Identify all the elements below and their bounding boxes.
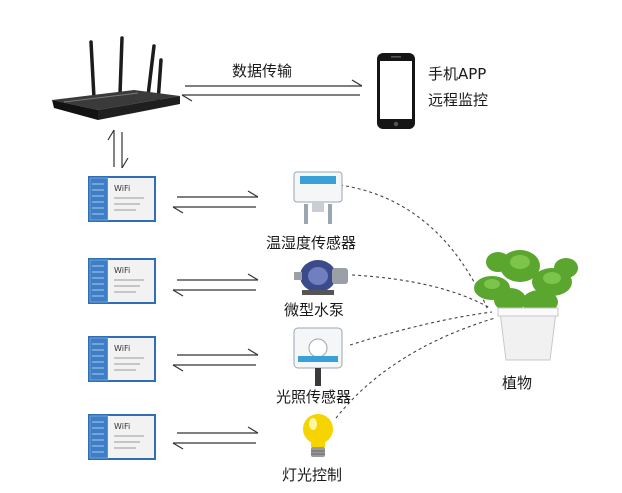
label-plant: 植物 (502, 374, 533, 392)
wifi-module-icon: WiFi (88, 176, 156, 226)
label-data-transfer: 数据传输 (232, 62, 293, 80)
light-sensor-icon (293, 327, 343, 386)
label-micro-pump: 微型水泵 (284, 301, 345, 319)
wifi-module-icon: WiFi (88, 336, 156, 382)
light-bulb-icon (303, 414, 333, 457)
arrows-module-device (172, 190, 259, 450)
label-phone-app: 手机APP (428, 65, 487, 83)
wifi-module-icon: WiFi (88, 258, 156, 304)
smartphone-icon (377, 53, 415, 129)
arrow-router-module (107, 129, 129, 169)
wifi-module-icon: WiFi (88, 414, 156, 464)
water-pump-icon (294, 260, 348, 295)
wifi-module-icon: WiFi (88, 176, 156, 222)
arrow-router-phone (181, 79, 363, 102)
wifi-module-icon: WiFi (88, 414, 156, 460)
label-light-sensor: 光照传感器 (276, 388, 352, 406)
label-light-control: 灯光控制 (282, 466, 343, 484)
wifi-module-icon: WiFi (88, 258, 156, 308)
potted-plant-icon (474, 250, 578, 361)
wifi-text: WiFi (114, 422, 130, 431)
label-remote-monitoring: 远程监控 (428, 91, 489, 109)
temp-humidity-sensor-icon (293, 171, 343, 224)
label-temp-humidity-sensor: 温湿度传感器 (266, 234, 357, 252)
router-icon (52, 36, 180, 120)
wifi-module-icon: WiFi (88, 336, 156, 386)
wifi-text: WiFi (114, 184, 130, 193)
wifi-text: WiFi (114, 266, 130, 275)
wifi-text: WiFi (114, 344, 130, 353)
